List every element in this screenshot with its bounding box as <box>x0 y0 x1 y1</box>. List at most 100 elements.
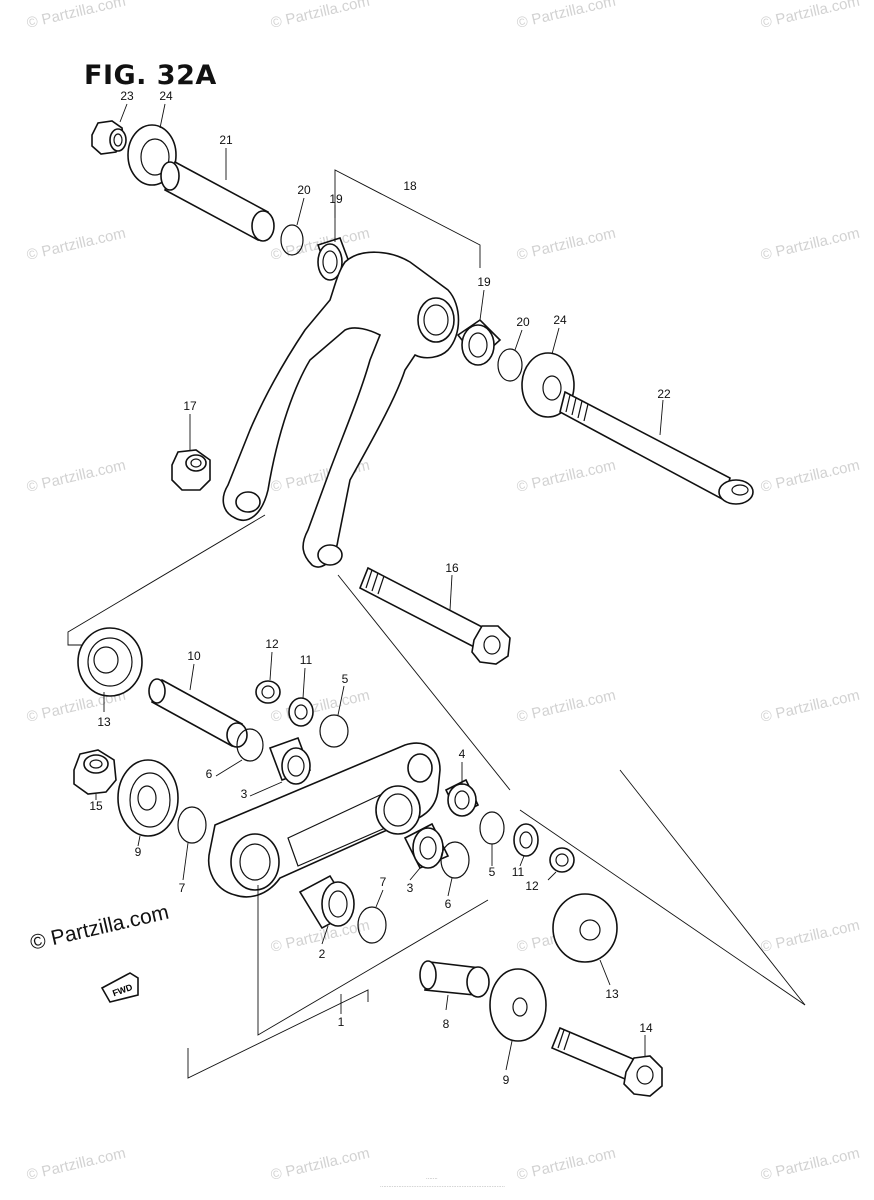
callout-8: 8 <box>443 1017 450 1031</box>
part-13-washer <box>77 627 143 697</box>
part-18-cushion-lever <box>222 251 460 568</box>
part-10-collar <box>148 678 248 748</box>
callout-9: 9 <box>135 845 142 859</box>
callout-5: 5 <box>342 672 349 686</box>
part-16-bolt <box>358 566 511 665</box>
figure-title: FIG. 32A <box>84 60 217 91</box>
callout-2: 2 <box>319 947 326 961</box>
callout-7: 7 <box>380 875 387 889</box>
part-12-seal-lower <box>549 847 575 873</box>
part-20-o-ring <box>280 224 304 256</box>
watermark-text: © Partzilla.com <box>515 687 617 726</box>
part-3-bearing <box>268 736 312 785</box>
watermark-text: © Partzilla.com <box>759 687 861 726</box>
callout-24: 24 <box>553 313 567 327</box>
part-6-o-ring-lower <box>440 841 470 879</box>
watermark-text: © Partzilla.com <box>515 225 617 264</box>
footer-line-2: ········································… <box>380 1184 505 1190</box>
callout-6: 6 <box>206 767 213 781</box>
watermark-text: © Partzilla.com <box>515 0 617 32</box>
part-1-cushion-rod <box>208 742 441 898</box>
callout-14: 14 <box>639 1021 653 1035</box>
watermark-text: © Partzilla.com <box>269 0 371 32</box>
watermark-text: © Partzilla.com <box>515 457 617 496</box>
leader-right-long <box>519 809 806 1006</box>
watermark-text: © Partzilla.com <box>25 1145 127 1184</box>
watermark-text: © Partzilla.com <box>269 1145 371 1184</box>
part-4-bushing <box>444 778 480 817</box>
part-17-nut <box>171 449 211 491</box>
part-8-collar <box>419 960 490 998</box>
bracket-18 <box>334 169 481 268</box>
callout-7: 7 <box>179 881 186 895</box>
part-21-collar <box>160 160 275 242</box>
footer-line-1: ······· <box>426 1176 438 1182</box>
callout-22: 22 <box>657 387 671 401</box>
fwd-arrow: FWD <box>100 972 139 1003</box>
watermark-text: © Partzilla.com <box>269 687 371 726</box>
callout-13: 13 <box>605 987 619 1001</box>
bracket-1b <box>187 989 369 1079</box>
callout-18: 18 <box>403 179 417 193</box>
callout-11: 11 <box>300 653 313 667</box>
part-11-washer <box>288 697 314 727</box>
part-19-bearing <box>316 237 354 281</box>
part-5-o-ring-lower <box>479 811 505 845</box>
callout-12: 12 <box>525 879 539 893</box>
watermark-text: © Partzilla.com <box>25 457 127 496</box>
watermark-text: © Partzilla.com <box>25 0 127 32</box>
watermark-text: © Partzilla.com <box>759 225 861 264</box>
part-9-washer <box>117 759 179 837</box>
part-19-bearing-right <box>456 318 502 366</box>
watermark-text: © Partzilla.com <box>25 225 127 264</box>
watermark-text: © Partzilla.com <box>759 1145 861 1184</box>
callout-3: 3 <box>407 881 414 895</box>
part-9-washer-right <box>489 968 547 1042</box>
callout-15: 15 <box>89 799 103 813</box>
callout-24: 24 <box>159 89 173 103</box>
callout-3: 3 <box>241 787 248 801</box>
part-15-nut <box>73 749 117 795</box>
part-3-bearing-lower <box>403 822 450 870</box>
callout-11: 11 <box>512 865 525 879</box>
callout-20: 20 <box>297 183 311 197</box>
callout-13: 13 <box>97 715 111 729</box>
leader-lever-right <box>337 574 511 791</box>
callout-5: 5 <box>489 865 496 879</box>
part-13-washer-right <box>552 893 618 963</box>
callout-21: 21 <box>219 133 233 147</box>
callout-19: 19 <box>477 275 491 289</box>
callout-12: 12 <box>265 637 279 651</box>
part-6-o-ring <box>236 728 264 762</box>
part-11-washer-lower <box>513 823 539 857</box>
watermark-text: © Partzilla.com <box>759 917 861 956</box>
callout-leaders <box>95 103 664 1071</box>
part-2-bearing <box>298 874 355 930</box>
part-12-seal <box>255 680 281 704</box>
callout-1: 1 <box>338 1015 345 1029</box>
watermark-text: © Partzilla.com <box>759 0 861 32</box>
watermark-text: © Partzilla.com <box>759 457 861 496</box>
part-7-o-ring <box>177 806 207 844</box>
part-20-o-ring-right <box>497 348 523 382</box>
callout-9: 9 <box>503 1073 510 1087</box>
watermark-text: © Partzilla.com <box>515 1145 617 1184</box>
watermark-large: © Partzilla.com <box>28 901 171 955</box>
part-5-o-ring <box>319 714 349 748</box>
part-23-nut <box>91 120 127 155</box>
callout-4: 4 <box>459 747 466 761</box>
leader-lever-left <box>67 514 266 646</box>
part-14-bolt <box>550 1026 663 1097</box>
callout-23: 23 <box>120 89 134 103</box>
leader-right-long2 <box>619 769 806 1006</box>
part-22-bolt <box>559 390 754 505</box>
bracket-1 <box>257 885 489 1036</box>
part-7-o-ring-lower <box>357 906 387 944</box>
callout-19: 19 <box>329 192 343 206</box>
callout-20: 20 <box>516 315 530 329</box>
callout-10: 10 <box>187 649 201 663</box>
part-24-washer-right <box>521 352 575 418</box>
callout-17: 17 <box>183 399 197 413</box>
